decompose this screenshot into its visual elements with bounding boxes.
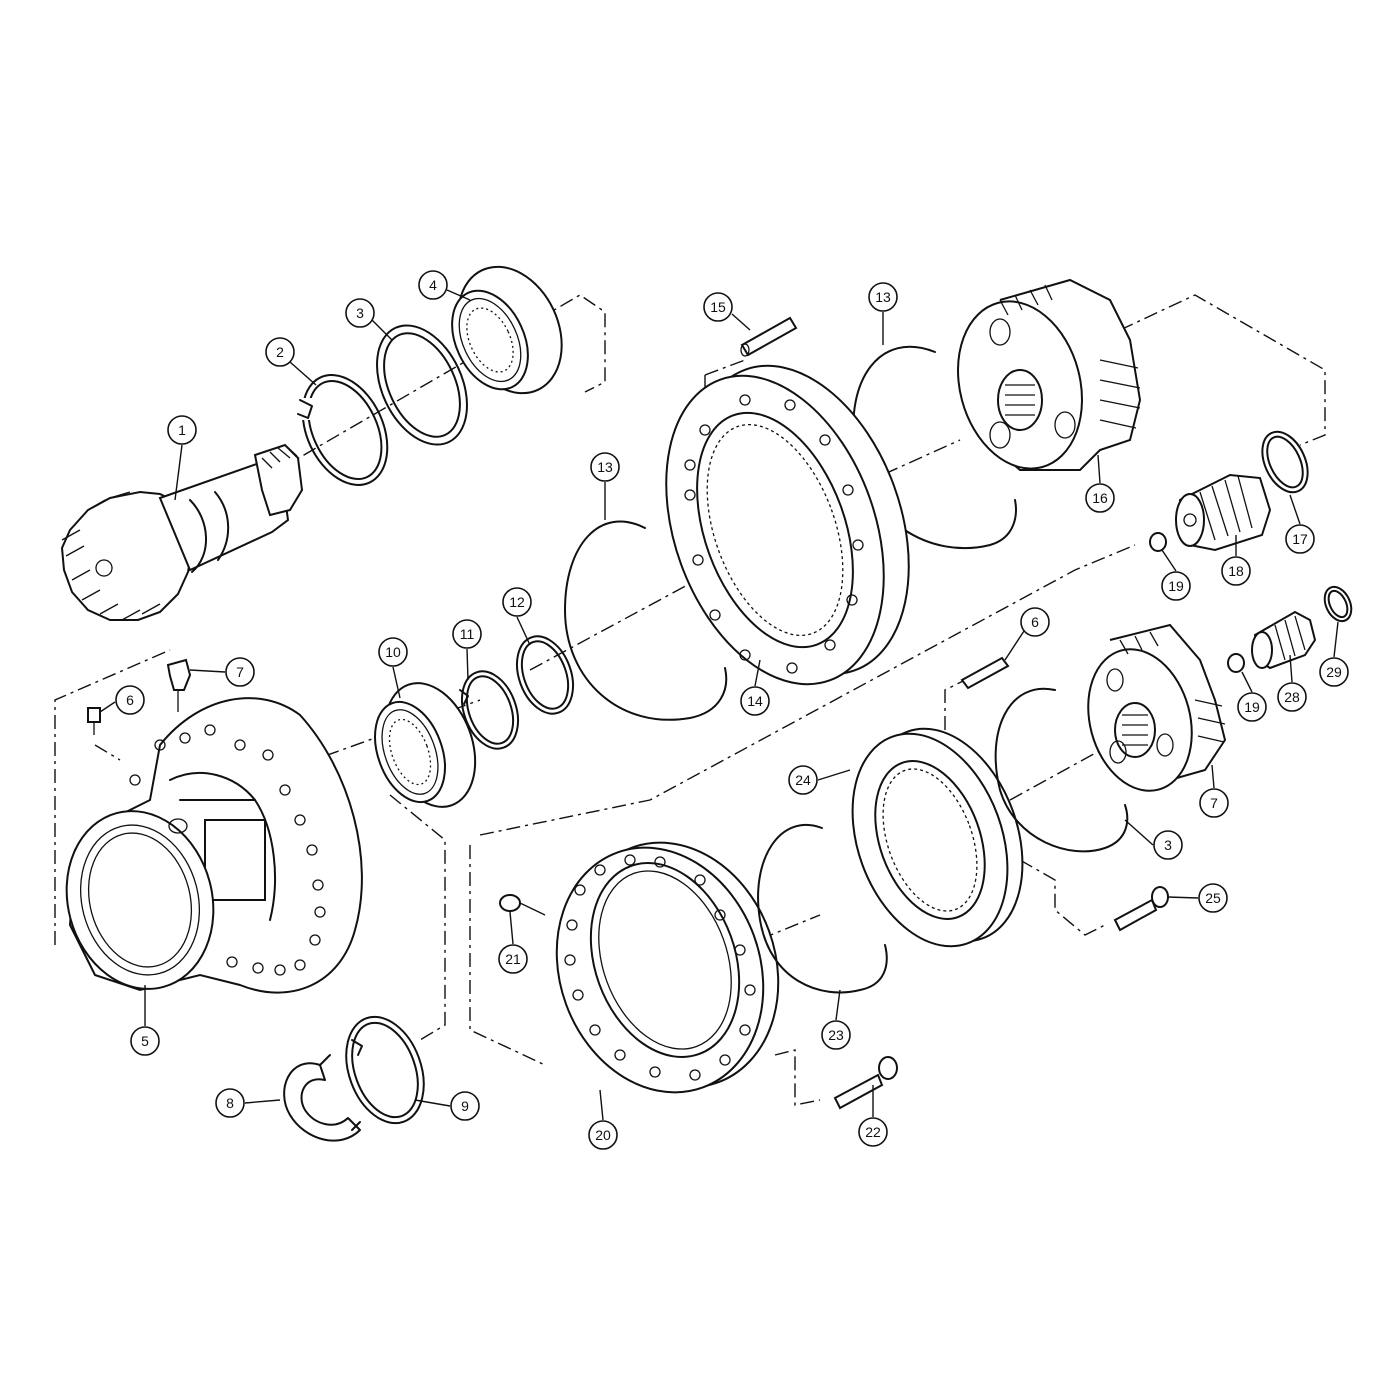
callout-23: 23 xyxy=(821,1020,851,1050)
svg-text:18: 18 xyxy=(1228,563,1244,579)
callout-6: 6 xyxy=(115,685,145,715)
svg-text:19: 19 xyxy=(1168,578,1184,594)
callout-22: 22 xyxy=(858,1117,888,1147)
part-6-plug xyxy=(87,707,101,735)
part-3-thrust-washer xyxy=(376,324,468,446)
svg-text:22: 22 xyxy=(865,1124,881,1140)
svg-text:13: 13 xyxy=(597,459,613,475)
assembly-center-lines xyxy=(54,294,1326,1106)
callout-16: 16 xyxy=(1085,483,1115,513)
callout-15: 15 xyxy=(703,292,733,322)
svg-text:6: 6 xyxy=(126,692,134,708)
svg-text:13: 13 xyxy=(875,289,891,305)
svg-text:1: 1 xyxy=(178,422,186,438)
svg-text:14: 14 xyxy=(747,693,763,709)
svg-text:3: 3 xyxy=(1164,837,1172,853)
callout-25: 25 xyxy=(1198,883,1228,913)
part-25-bolt xyxy=(1113,886,1169,932)
svg-text:17: 17 xyxy=(1292,531,1308,547)
svg-text:24: 24 xyxy=(795,772,811,788)
part-19-washer-upper xyxy=(1149,532,1167,552)
part-12-washer xyxy=(515,635,575,715)
part-28-planet-gear xyxy=(1251,610,1317,670)
callout-28: 28 xyxy=(1277,682,1307,712)
svg-text:25: 25 xyxy=(1205,890,1221,906)
callout-14: 14 xyxy=(740,686,770,716)
part-11-snap-ring xyxy=(459,670,520,750)
callout-29: 29 xyxy=(1319,657,1349,687)
svg-text:2: 2 xyxy=(276,344,284,360)
svg-text:10: 10 xyxy=(385,644,401,660)
callout-13-lower: 13 xyxy=(590,452,620,482)
part-9-snap-ring xyxy=(345,1015,425,1125)
svg-text:23: 23 xyxy=(828,1027,844,1043)
part-17-snap-ring xyxy=(1261,430,1309,494)
part-5-hub-housing xyxy=(65,697,363,994)
callout-7: 7 xyxy=(225,657,255,687)
part-24-ring-gear xyxy=(851,727,1024,948)
svg-text:20: 20 xyxy=(595,1127,611,1143)
part-19-washer-lower xyxy=(1227,653,1245,673)
svg-text:7: 7 xyxy=(236,664,244,680)
callout-17: 17 xyxy=(1285,524,1315,554)
callout-19-upper: 19 xyxy=(1161,571,1191,601)
part-13-wire-ring-lower xyxy=(564,520,728,721)
callout-13-upper: 13 xyxy=(868,282,898,312)
part-16-planet-carrier xyxy=(957,278,1142,471)
svg-text:28: 28 xyxy=(1284,689,1300,705)
callout-24: 24 xyxy=(788,765,818,795)
svg-text:19: 19 xyxy=(1244,699,1260,715)
part-21-plug xyxy=(499,894,546,916)
part-20-hub-flange xyxy=(555,841,780,1094)
svg-text:21: 21 xyxy=(505,951,521,967)
svg-text:12: 12 xyxy=(509,594,525,610)
callout-8: 8 xyxy=(215,1088,245,1118)
callout-5: 5 xyxy=(130,1026,160,1056)
svg-text:8: 8 xyxy=(226,1095,234,1111)
callout-21: 21 xyxy=(498,944,528,974)
svg-text:4: 4 xyxy=(429,277,437,293)
callout-1: 1 xyxy=(167,415,197,445)
callout-2: 2 xyxy=(265,337,295,367)
callout-3-lower: 3 xyxy=(1153,830,1183,860)
svg-text:29: 29 xyxy=(1326,664,1342,680)
callout-18: 18 xyxy=(1221,556,1251,586)
callout-leader-lines xyxy=(99,289,1339,1121)
part-22-bolt xyxy=(833,1056,898,1110)
svg-text:5: 5 xyxy=(141,1033,149,1049)
part-10-bearing xyxy=(374,682,477,808)
part-27-planet-carrier xyxy=(1087,623,1227,792)
part-18-planet-gear xyxy=(1175,473,1272,552)
part-29-washer xyxy=(1323,585,1353,623)
svg-text:9: 9 xyxy=(461,1098,469,1114)
part-1-pinion-shaft xyxy=(60,443,304,621)
svg-text:3: 3 xyxy=(356,305,364,321)
part-8-half-ring xyxy=(283,1054,361,1142)
callout-3: 3 xyxy=(345,298,375,328)
svg-text:6: 6 xyxy=(1031,614,1039,630)
svg-text:16: 16 xyxy=(1092,490,1108,506)
callout-9: 9 xyxy=(450,1091,480,1121)
part-2-snap-ring xyxy=(296,374,389,486)
svg-text:15: 15 xyxy=(710,299,726,315)
svg-text:11: 11 xyxy=(460,626,475,642)
callout-6-lower: 6 xyxy=(1020,607,1050,637)
callout-20: 20 xyxy=(588,1120,618,1150)
part-7-breather xyxy=(166,658,192,712)
callout-10: 10 xyxy=(378,637,408,667)
callout-11: 11 xyxy=(452,619,482,649)
part-4-bearing xyxy=(451,265,563,395)
callout-12: 12 xyxy=(502,587,532,617)
part-23-wire-ring xyxy=(757,823,888,994)
part-14-ring-gear xyxy=(665,364,910,686)
callout-19-lower: 19 xyxy=(1237,692,1267,722)
part-3-wire-ring-lower xyxy=(994,687,1129,853)
svg-text:7: 7 xyxy=(1210,795,1218,811)
callout-4: 4 xyxy=(418,270,448,300)
part-6-pin-lower xyxy=(960,656,1010,690)
callout-7-lower: 7 xyxy=(1199,788,1229,818)
part-15-pin xyxy=(740,316,798,357)
